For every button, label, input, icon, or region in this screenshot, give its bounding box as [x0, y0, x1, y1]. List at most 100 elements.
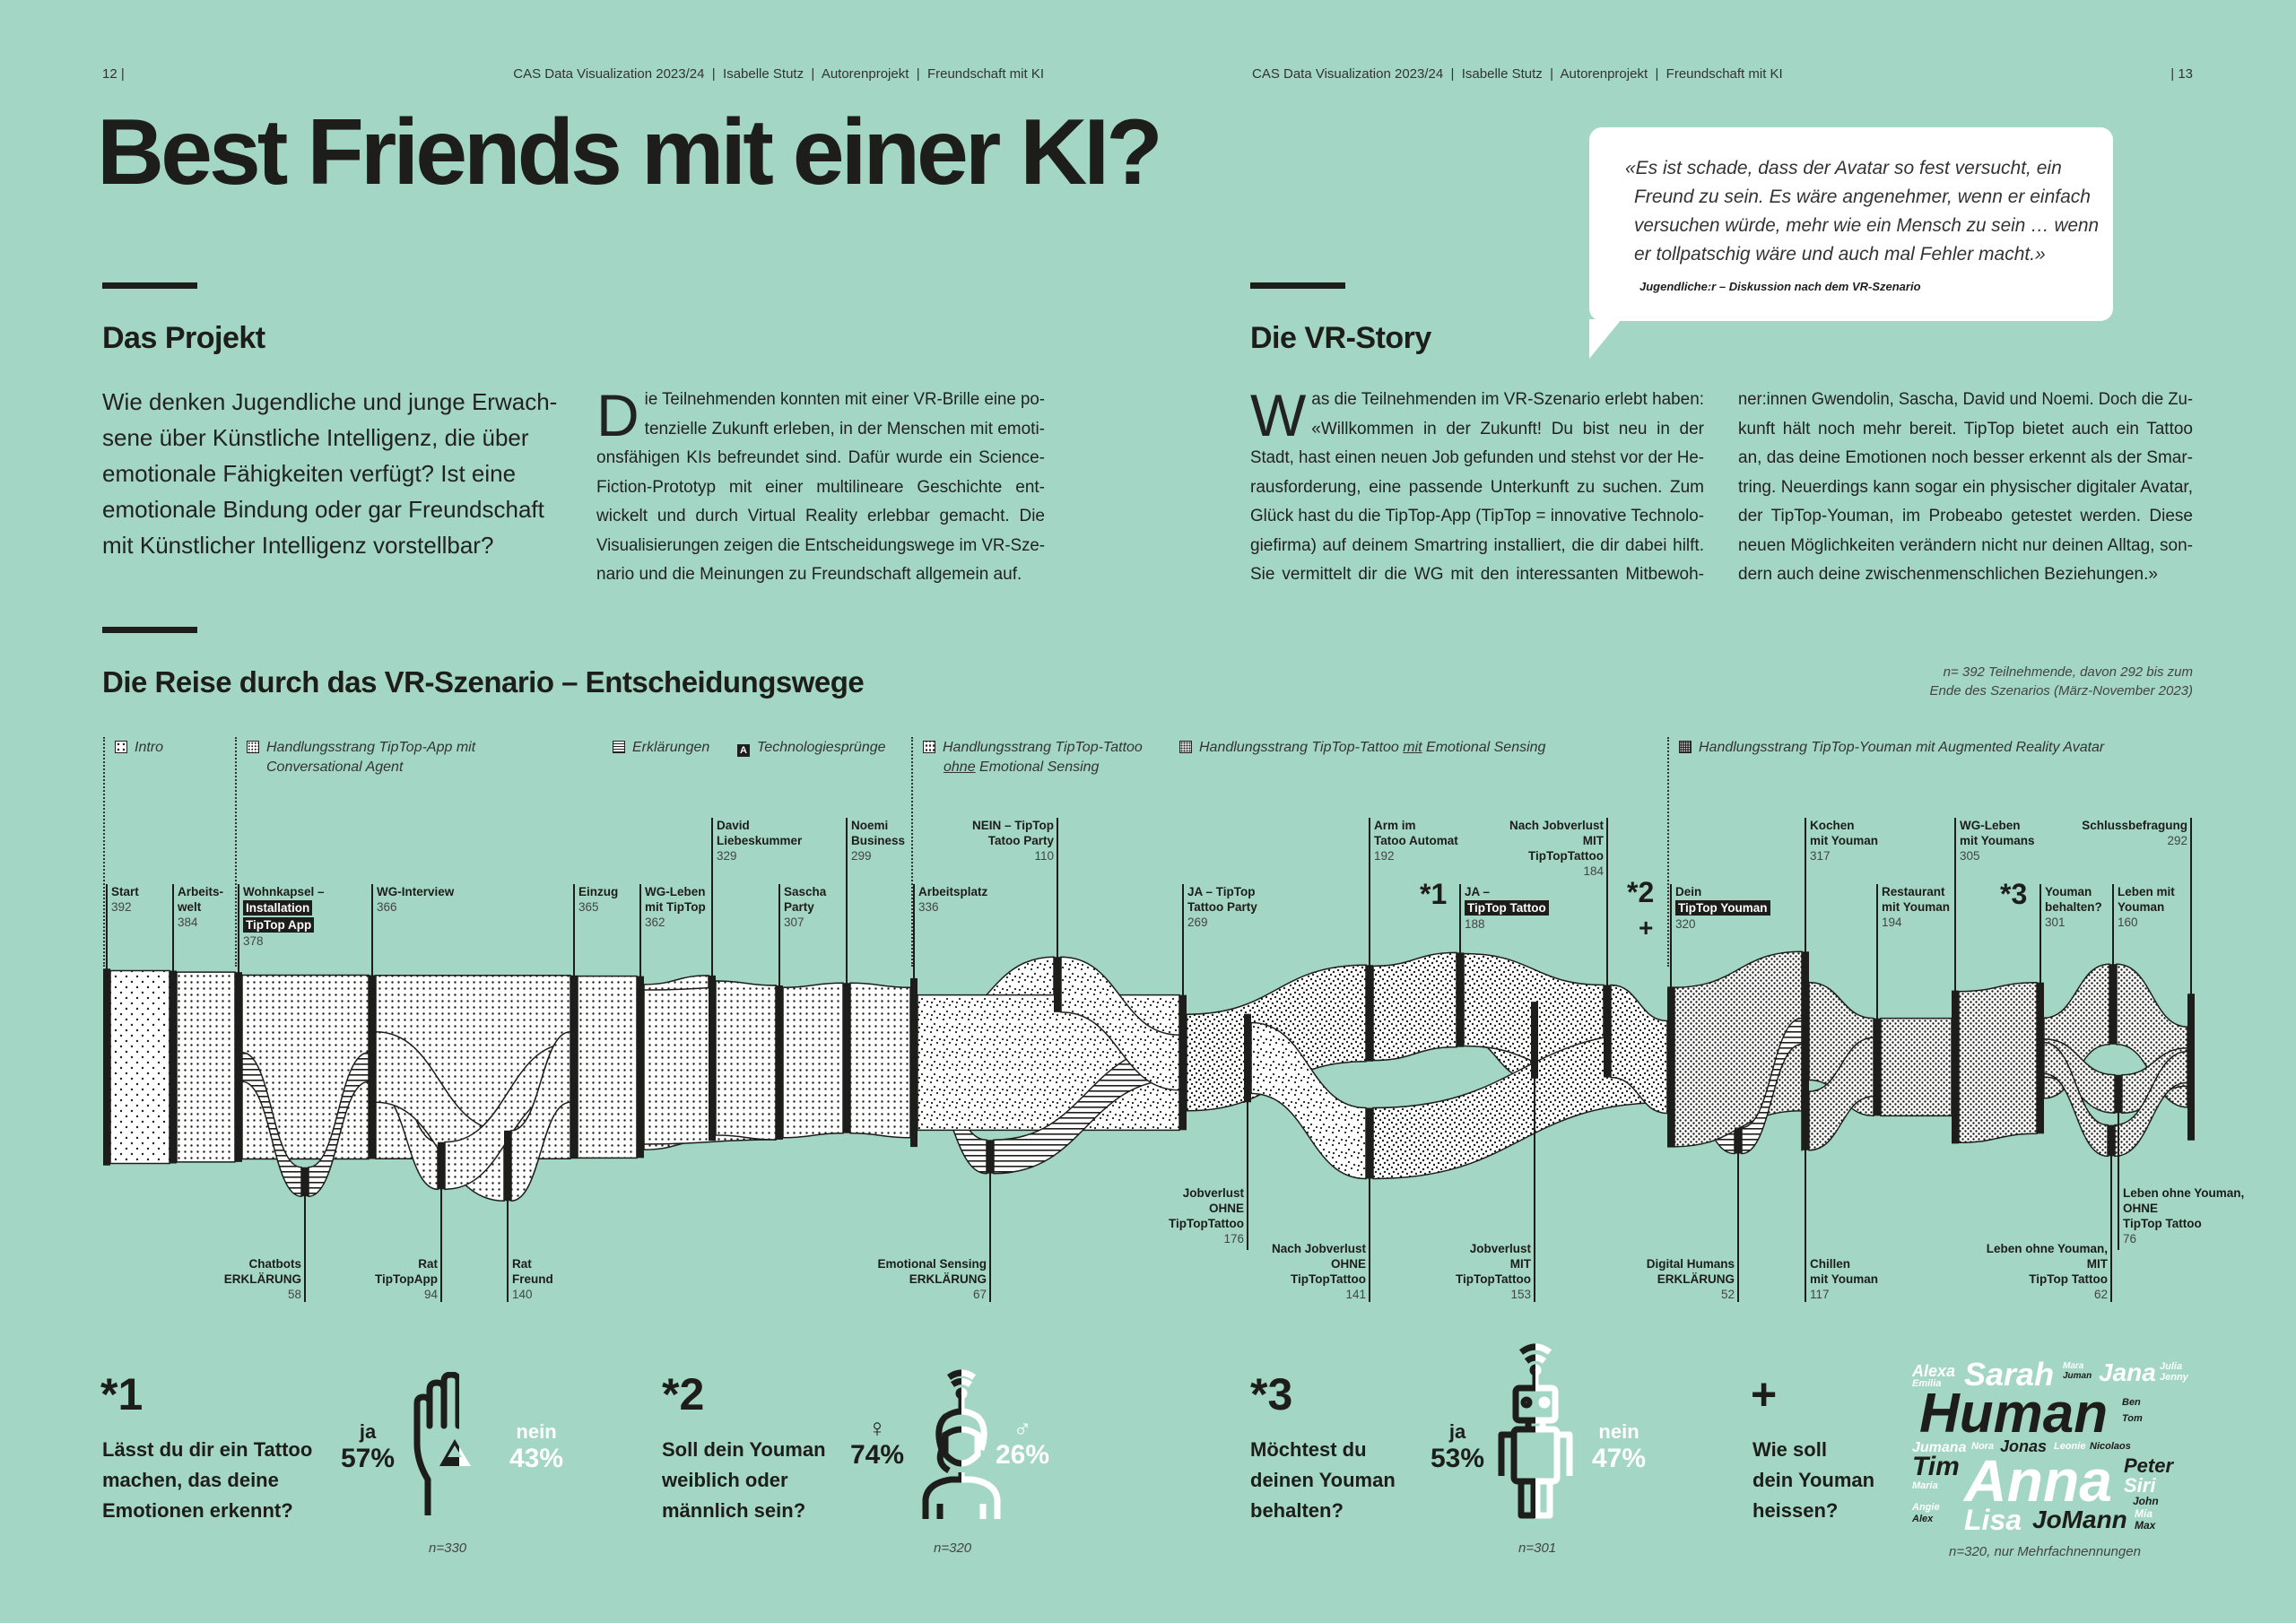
- avatar-person-icon: [915, 1365, 1004, 1522]
- body-line: Stadt, hast einen neuen Job gefunden und…: [1250, 448, 1704, 467]
- legend-label: Intro: [135, 740, 164, 755]
- node-label-text: JA – TipTop: [1187, 885, 1256, 898]
- node-label-text: Jobverlust: [1469, 1242, 1531, 1255]
- projekt-heading: Das Projekt: [102, 321, 265, 355]
- node-label-text: MIT: [1582, 834, 1604, 847]
- node-count: 110: [1034, 849, 1054, 863]
- female-symbol-icon: ♀: [867, 1414, 887, 1442]
- wordcloud-name: Emilia: [1912, 1378, 1942, 1389]
- node-bar: [776, 985, 783, 1140]
- answer-percent: 57%: [341, 1444, 396, 1473]
- node-label-text: Rat: [512, 1257, 532, 1271]
- legend-label: Technologiesprünge: [757, 740, 886, 755]
- flow-band: [176, 971, 236, 1163]
- flow-band: [782, 982, 844, 1139]
- question-line: Möchtest du: [1250, 1438, 1367, 1461]
- wordcloud-name: Lisa: [1964, 1504, 2022, 1536]
- wordcloud-name: Jumana: [1912, 1440, 1967, 1455]
- question-line: heissen?: [1752, 1499, 1839, 1522]
- node-label-text: Chillen: [1810, 1257, 1851, 1271]
- node-bar: [637, 976, 644, 1159]
- wordcloud-name: Juman: [2063, 1371, 2092, 1381]
- node-bar: [1457, 952, 1464, 1047]
- legend-app: Handlungsstrang TipTop-App mit Conversat…: [247, 738, 526, 777]
- node-label-text: Leben ohne Youman,: [2123, 1186, 2245, 1200]
- node-count: 76: [2123, 1232, 2137, 1245]
- page-title: Best Friends mit einer KI?: [97, 100, 1163, 204]
- node-label-text: Dein: [1675, 885, 1702, 898]
- answer-percent: 47%: [1592, 1444, 1647, 1473]
- flow-band: [109, 969, 170, 1165]
- node-leader-line: [1459, 884, 1461, 1000]
- wordcloud-name: Angie: [1912, 1502, 1940, 1513]
- node-bar: [1366, 965, 1373, 1062]
- node-label-text: Sascha: [784, 885, 827, 898]
- node-count: 140: [512, 1288, 533, 1301]
- male-symbol-icon: ♂: [1013, 1414, 1032, 1442]
- flow-band: [715, 980, 777, 1141]
- answer-label: nein: [1598, 1420, 1639, 1443]
- wordcloud-name: Jenny: [2160, 1372, 2188, 1383]
- node-bar: [910, 977, 918, 1148]
- node-label-text: Freund: [512, 1272, 553, 1286]
- node-bar: [2037, 982, 2044, 1134]
- grid-dots-swatch-icon: [247, 741, 259, 753]
- question-line: männlich sein?: [662, 1499, 806, 1522]
- node-leader-line: [2118, 1094, 2119, 1250]
- survey-2-n: n=320: [934, 1541, 972, 1556]
- answer-label: nein: [516, 1420, 557, 1443]
- node-count: 365: [578, 900, 599, 914]
- node-label-text: Einzug: [578, 885, 619, 898]
- node-bar: [170, 970, 177, 1164]
- node-count: 194: [1882, 916, 1902, 929]
- very-dense-dots-swatch-icon: [1679, 741, 1692, 753]
- random-dots-swatch-icon: [923, 741, 935, 753]
- tech-leap-badge: Installation: [243, 900, 313, 916]
- wordcloud-name: Nicolaos: [2090, 1441, 2131, 1452]
- node-count: 62: [2093, 1288, 2108, 1301]
- node-count: 301: [2045, 916, 2066, 929]
- node-count: 307: [784, 916, 804, 929]
- body-line: tenzielle Zukunft erleben, in der Mensch…: [644, 419, 1045, 438]
- quote-line: versuchen würde, mehr wie ein Mensch zu …: [1634, 215, 2100, 236]
- robot-icon: [1491, 1336, 1580, 1520]
- node-count: 176: [1223, 1232, 1244, 1245]
- wordcloud-name: Tim: [1912, 1452, 1960, 1481]
- node-leader-line: [507, 1166, 509, 1302]
- header-meta-left: CAS Data Visualization 2023/24 | Isabell…: [513, 66, 1044, 82]
- node-bar: [570, 975, 578, 1159]
- node-leader-line: [1247, 1058, 1248, 1250]
- node-label-text: OHNE: [1208, 1202, 1244, 1215]
- body-line: wickelt und durch Virtual Reality erlebb…: [596, 507, 1045, 525]
- body-line: nario und die Meinungen zu Freundschaft …: [596, 565, 1022, 584]
- body-line: Glück hast du die TipTop-App (TipTop = i…: [1250, 507, 1705, 525]
- vrstory-heading: Die VR-Story: [1250, 321, 1431, 355]
- node-label-text: Restaurant: [1882, 885, 1945, 898]
- survey-2-question: Soll dein Youman weiblich oder männlich …: [662, 1435, 826, 1526]
- node-count: 305: [1960, 849, 1980, 863]
- survey-2-marker: *2: [662, 1369, 705, 1419]
- wordcloud-name: Siri: [2124, 1474, 2156, 1497]
- body-line: dern auch deine zwischenmenschlichen Bez…: [1738, 565, 2158, 584]
- node-bar: [1054, 957, 1061, 1012]
- node-bar: [1802, 951, 1809, 1111]
- page-number-left: 12 |: [102, 66, 125, 82]
- node-leader-line: [2112, 884, 2114, 1004]
- answer-percent: 74%: [850, 1440, 905, 1470]
- node-bar: [1874, 1018, 1881, 1116]
- quote-line: er tollpatschig wäre und auch mal Fehler…: [1634, 244, 2046, 265]
- node-count: 184: [1583, 864, 1604, 878]
- survey-3-marker: *3: [1250, 1369, 1293, 1419]
